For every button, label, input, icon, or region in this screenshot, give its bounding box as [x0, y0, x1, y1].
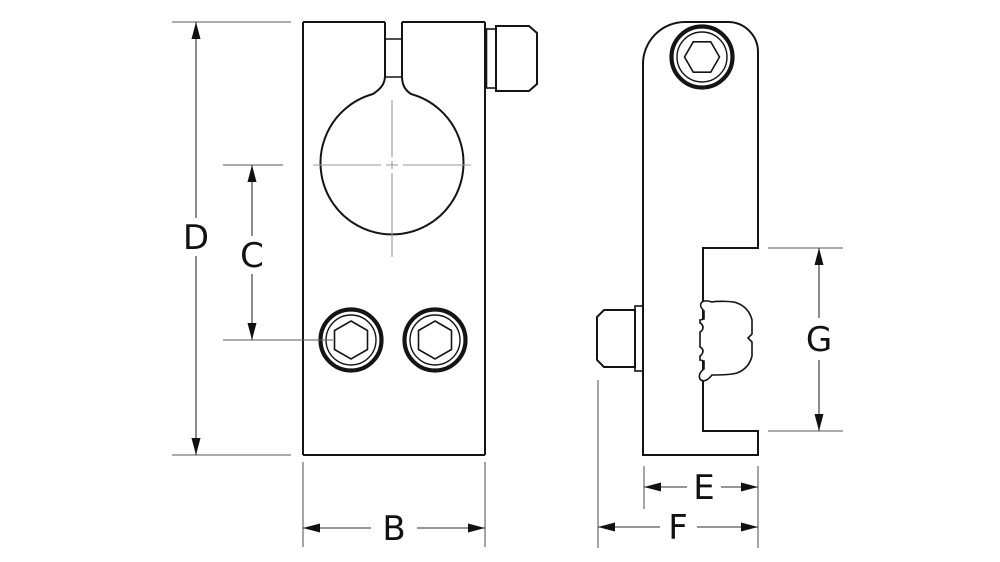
clamp-screw-head — [495, 25, 538, 92]
side-screw — [596, 305, 644, 372]
dim-c-extension-lines — [223, 164, 333, 341]
dim-d-arrow-top — [191, 22, 201, 39]
socket-screw-top — [669, 24, 735, 90]
hex-socket-icon — [683, 40, 721, 73]
screw-shank-lines — [385, 38, 402, 78]
side-body-outline — [642, 21, 759, 456]
dim-g-label: G — [806, 320, 832, 360]
dim-e-arrow-right — [741, 482, 758, 492]
dim-f-label: F — [668, 508, 688, 548]
dim-d-arrow-bottom — [191, 438, 201, 455]
dim-b-arrow-right — [468, 523, 485, 533]
clamp-screw-washer — [485, 28, 497, 89]
dimension-g: G — [768, 247, 843, 432]
dim-b-label: B — [382, 509, 405, 549]
dim-g-extension-lines — [768, 247, 843, 432]
dim-c-arrow-top — [247, 165, 257, 182]
front-view — [302, 21, 538, 456]
socket-screw-right — [402, 307, 468, 373]
dim-d-extension-lines — [172, 21, 291, 456]
hex-socket-icon — [333, 320, 369, 360]
dim-g-arrow-top — [814, 248, 824, 265]
screw-inner-circle — [409, 314, 461, 366]
screw-inner-circle — [676, 31, 728, 83]
dim-f-arrow-right — [741, 522, 758, 532]
dim-c-label: C — [240, 236, 264, 276]
dimension-b: B — [302, 462, 486, 549]
clamp-screw — [485, 25, 538, 92]
screw-inner-circle — [325, 314, 377, 366]
dimension-d: D — [172, 21, 291, 456]
dim-g-arrow-bottom — [814, 414, 824, 431]
side-screw-head — [596, 309, 636, 368]
dim-c-arrow-bottom — [247, 323, 257, 340]
dim-b-arrow-left — [303, 523, 320, 533]
dimension-c: C — [223, 164, 333, 341]
dim-e-arrow-left — [644, 482, 661, 492]
screw-outer-circle — [669, 24, 735, 90]
front-body-outline — [302, 21, 486, 456]
side-view — [596, 21, 759, 456]
dimension-e: E — [643, 466, 759, 548]
dim-b-extension-lines — [302, 462, 486, 547]
dimension-f: F — [597, 380, 758, 548]
dim-f-arrow-left — [598, 522, 615, 532]
dim-d-label: D — [183, 218, 209, 258]
clamp-profile-cutout — [698, 300, 753, 382]
dim-e-label: E — [693, 468, 714, 508]
hex-socket-icon — [417, 320, 453, 360]
side-screw-washer — [634, 305, 644, 372]
screw-outer-circle — [402, 307, 468, 373]
